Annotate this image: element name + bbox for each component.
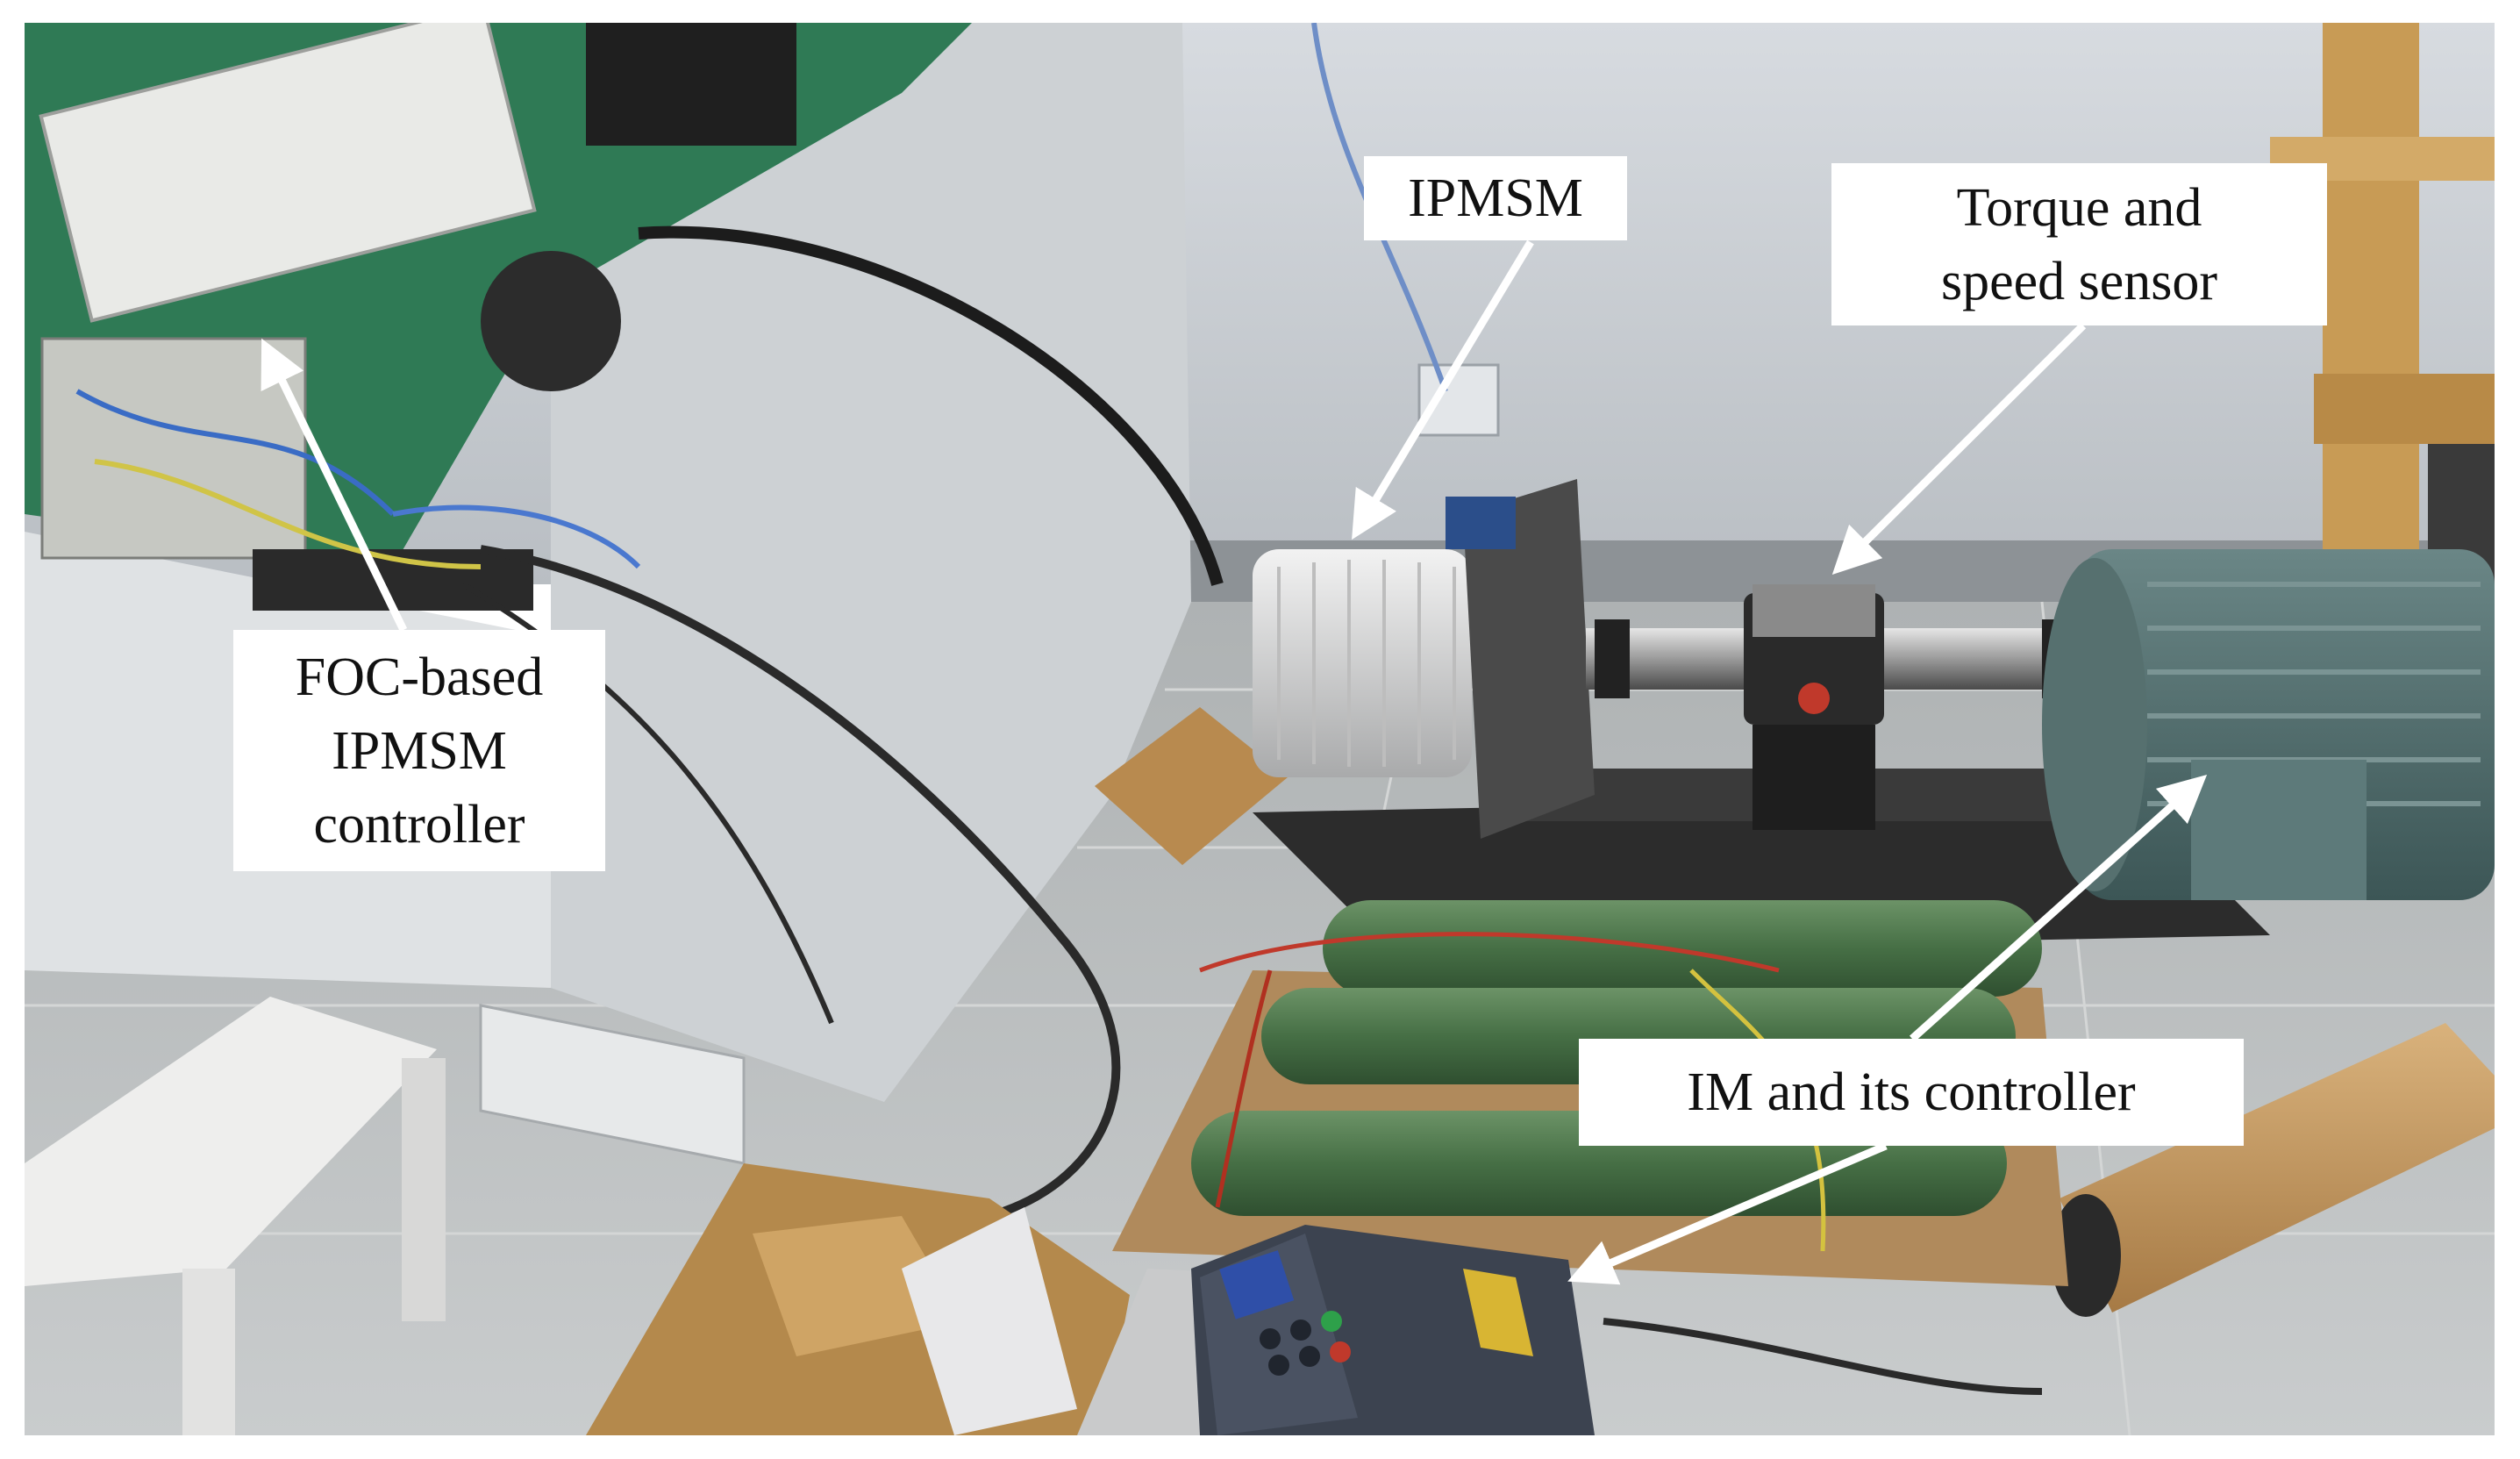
label-sensor-line-1: Torque and: [1956, 177, 2202, 238]
label-im-line-1: IM and its controller: [1687, 1062, 2136, 1122]
lab-photo: IPMSM Torque and speed sensor FOC-based …: [25, 23, 2495, 1435]
dark-box-top: [586, 23, 796, 146]
controller-board: [40, 337, 307, 560]
controller-box: [39, 23, 537, 323]
im-end: [2042, 558, 2147, 891]
white-box: [902, 1207, 1077, 1435]
controller-wires: [75, 225, 1224, 1220]
sensor-mark: [1798, 683, 1830, 714]
photo-drawing: [25, 23, 2495, 1435]
torque-sensor-top: [1753, 584, 1875, 637]
resistor-1: [1323, 900, 2042, 997]
im-terminal-box: [2191, 760, 2367, 900]
vfd-keypad: [1260, 1320, 1320, 1376]
label-ipmsm: IPMSM: [1364, 156, 1627, 240]
ipmsm-connector: [1446, 497, 1516, 549]
label-torque-speed-sensor: Torque and speed sensor: [1831, 163, 2327, 325]
cabinet: [498, 23, 1191, 1102]
vfd-green-button: [1321, 1311, 1342, 1332]
label-foc-line-3: controller: [313, 794, 525, 855]
vfd-red-button: [1330, 1341, 1351, 1362]
stool-top: [25, 997, 437, 1286]
sensor-stand: [1753, 725, 1875, 830]
label-im-controller: IM and its controller: [1579, 1039, 2244, 1146]
label-foc-line-2: IPMSM: [332, 720, 507, 781]
wood-block: [1095, 707, 1288, 865]
coupling-left: [1595, 619, 1630, 698]
stool-leg: [182, 1269, 235, 1435]
vfd-display: [1219, 1250, 1295, 1320]
wall-socket: [1417, 363, 1500, 437]
stool-leg2: [402, 1058, 446, 1321]
cardboard-flap: [753, 1216, 963, 1356]
wooden-frame-post: [2323, 23, 2419, 549]
ipmsm-body: [1253, 549, 1472, 777]
label-sensor-line-2: speed sensor: [1940, 251, 2218, 311]
fan: [481, 251, 621, 391]
label-foc-line-1: FOC-based: [295, 647, 544, 707]
ipmsm-flange: [1463, 479, 1595, 839]
wooden-frame-bar: [2314, 374, 2495, 444]
vfd-warning-label: [1463, 1269, 1533, 1356]
label-foc-controller: FOC-based IPMSM controller: [233, 630, 605, 871]
cardboard-tube: [2060, 1023, 2495, 1312]
label-ipmsm-line-1: IPMSM: [1408, 168, 1583, 228]
ipmsm-fins: [1277, 560, 1456, 767]
